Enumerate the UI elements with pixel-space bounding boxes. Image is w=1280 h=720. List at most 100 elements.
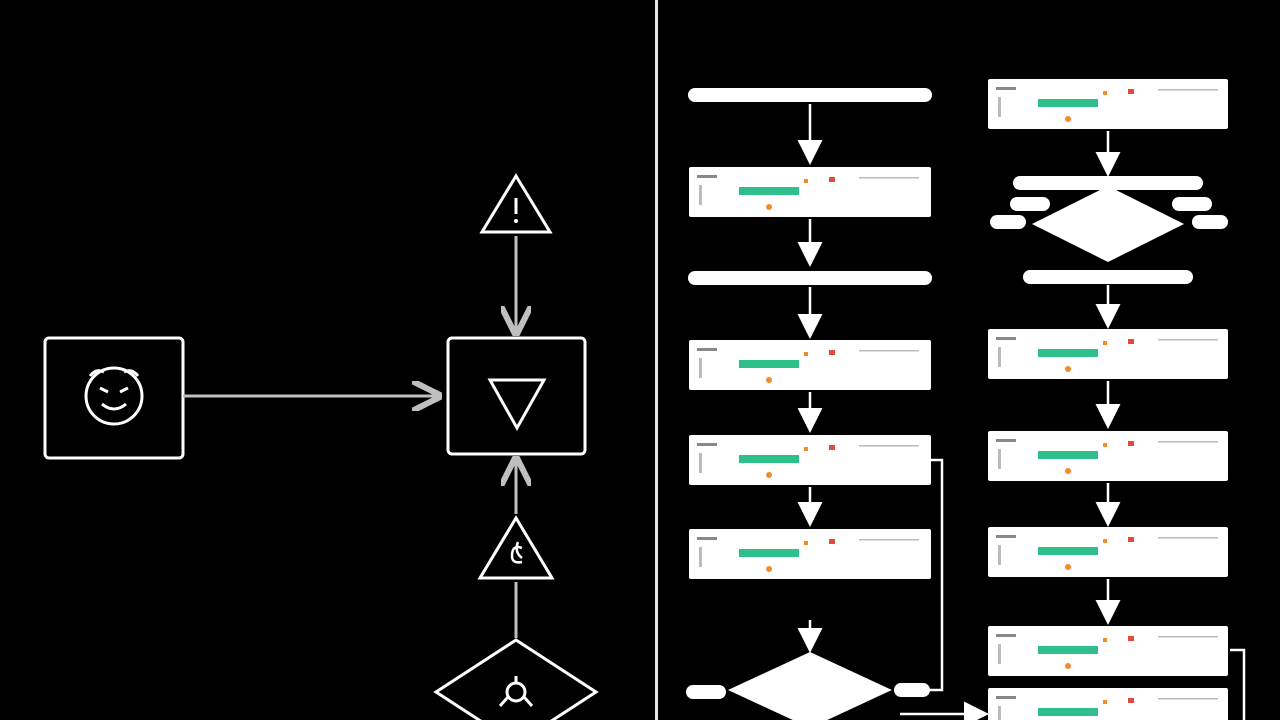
card-detail-line <box>859 445 919 447</box>
card-detail-list <box>998 97 1001 117</box>
card-detail-bar <box>1038 646 1098 654</box>
card-detail-dot2 <box>1065 116 1071 122</box>
molecule-icon <box>498 676 534 707</box>
card-detail-title <box>996 337 1016 340</box>
triangle-down-icon <box>487 378 547 432</box>
bottom-diamond-node[interactable] <box>433 638 599 720</box>
start-node[interactable] <box>43 336 185 460</box>
step-a3[interactable] <box>688 271 932 285</box>
card-detail-mark <box>1128 698 1134 703</box>
left-diagram <box>43 173 599 720</box>
merge-node[interactable] <box>446 336 587 456</box>
decision-a[interactable] <box>728 652 892 720</box>
card-detail-bar <box>739 549 799 557</box>
card-detail-dot <box>804 179 808 183</box>
card-detail-mark <box>829 539 835 544</box>
exclamation-icon <box>514 198 518 223</box>
connector-loop-a <box>918 458 944 692</box>
decision-b[interactable] <box>1032 186 1184 262</box>
step-a4[interactable] <box>689 340 931 390</box>
card-detail-list <box>998 347 1001 367</box>
card-detail-list <box>998 706 1001 720</box>
step-a5[interactable] <box>689 435 931 485</box>
panel-divider <box>655 0 658 720</box>
right-flowchart <box>686 79 1246 720</box>
card-detail-mark <box>1128 636 1134 641</box>
card-detail-bar <box>1038 708 1098 716</box>
card-detail-bar <box>1038 547 1098 555</box>
card-detail-title <box>697 537 717 540</box>
card-detail-line <box>1158 441 1218 443</box>
card-detail-dot <box>1103 638 1107 642</box>
card-detail-list <box>699 453 702 473</box>
step-b1[interactable] <box>988 79 1228 129</box>
branch-b-left-top[interactable] <box>1010 197 1050 211</box>
card-detail-dot <box>1103 91 1107 95</box>
card-detail-title <box>697 175 717 178</box>
card-detail-mark <box>1128 89 1134 94</box>
card-detail-dot <box>1103 443 1107 447</box>
card-detail-title <box>996 439 1016 442</box>
card-detail-dot <box>1103 341 1107 345</box>
mid-node[interactable] <box>477 515 555 580</box>
card-detail-line <box>1158 698 1218 700</box>
card-detail-dot2 <box>766 204 772 210</box>
card-detail-mark <box>829 177 835 182</box>
card-detail-mark <box>1128 339 1134 344</box>
card-detail-dot <box>804 352 808 356</box>
card-detail-title <box>996 87 1016 90</box>
branch-a-right[interactable] <box>894 683 930 697</box>
card-detail-mark <box>1128 441 1134 446</box>
card-detail-line <box>1158 537 1218 539</box>
card-detail-list <box>699 547 702 567</box>
step-b7[interactable] <box>988 626 1228 676</box>
branch-a-left[interactable] <box>686 685 726 699</box>
card-detail-dot2 <box>1065 468 1071 474</box>
card-detail-list <box>998 644 1001 664</box>
card-detail-bar <box>739 455 799 463</box>
card-detail-title <box>996 696 1016 699</box>
connector-loop-b <box>1230 648 1246 720</box>
card-detail-dot2 <box>1065 564 1071 570</box>
step-b6[interactable] <box>988 527 1228 577</box>
card-detail-bar <box>1038 99 1098 107</box>
step-b3[interactable] <box>1023 270 1193 284</box>
branch-b-right-top[interactable] <box>1172 197 1212 211</box>
card-detail-list <box>998 545 1001 565</box>
card-detail-dot2 <box>766 472 772 478</box>
branch-b-left[interactable] <box>990 215 1026 229</box>
card-detail-mark <box>829 445 835 450</box>
card-detail-line <box>1158 89 1218 91</box>
card-detail-dot2 <box>1065 366 1071 372</box>
card-detail-title <box>697 443 717 446</box>
card-detail-title <box>996 535 1016 538</box>
card-detail-line <box>859 177 919 179</box>
card-detail-title <box>697 348 717 351</box>
card-detail-dot <box>1103 539 1107 543</box>
card-detail-dot <box>1103 700 1107 704</box>
step-b4[interactable] <box>988 329 1228 379</box>
card-detail-title <box>996 634 1016 637</box>
card-detail-list <box>699 358 702 378</box>
step-b8[interactable] <box>988 688 1228 720</box>
branch-b-right[interactable] <box>1192 215 1228 229</box>
warning-node[interactable] <box>479 173 553 234</box>
step-b2[interactable] <box>1013 176 1203 190</box>
card-detail-dot2 <box>1065 663 1071 669</box>
card-detail-line <box>1158 339 1218 341</box>
card-detail-line <box>859 539 919 541</box>
step-b5[interactable] <box>988 431 1228 481</box>
step-a6[interactable] <box>689 529 931 579</box>
step-a2[interactable] <box>689 167 931 217</box>
card-detail-dot2 <box>766 377 772 383</box>
card-detail-dot <box>804 447 808 451</box>
step-a1[interactable] <box>688 88 932 102</box>
card-detail-mark <box>829 350 835 355</box>
card-detail-bar <box>739 360 799 368</box>
card-detail-bar <box>1038 451 1098 459</box>
card-detail-dot <box>804 541 808 545</box>
card-detail-bar <box>1038 349 1098 357</box>
card-detail-list <box>699 185 702 205</box>
card-detail-bar <box>739 187 799 195</box>
